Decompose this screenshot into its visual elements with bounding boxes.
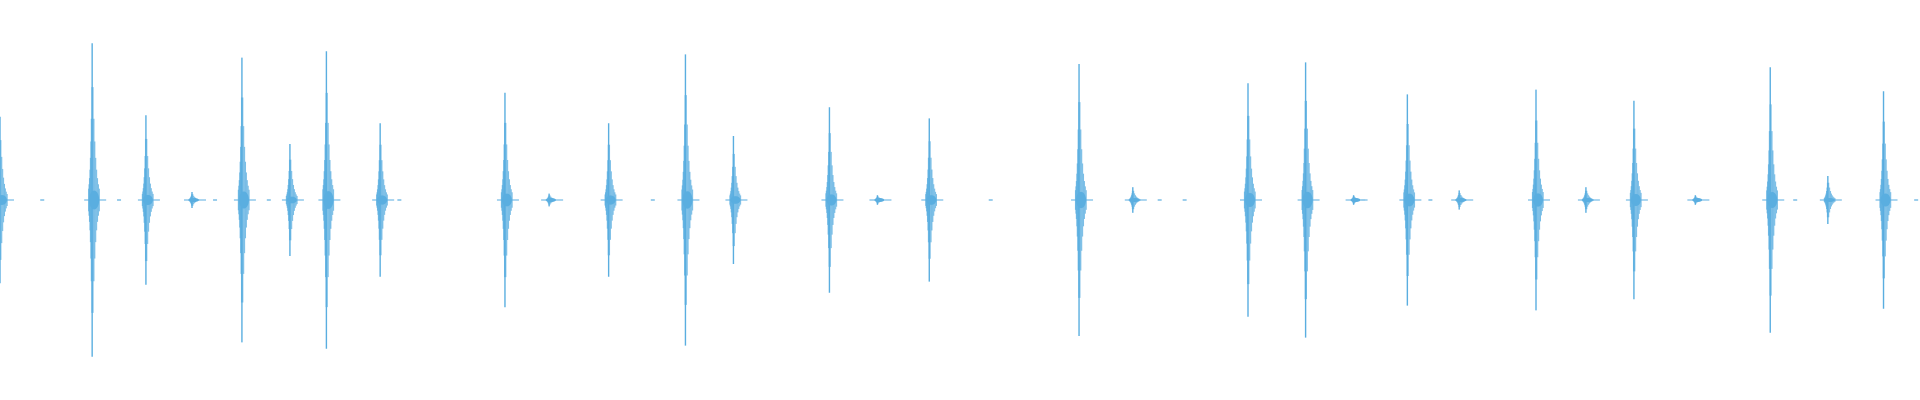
waveform-peak xyxy=(1625,100,1648,300)
waveform-peak xyxy=(1297,62,1320,338)
waveform-peak xyxy=(137,115,160,285)
waveform-peak xyxy=(1762,67,1785,333)
waveform-peak xyxy=(0,116,14,284)
waveform-peak xyxy=(1399,94,1422,306)
waveform-peak xyxy=(869,195,892,205)
waveform-peak xyxy=(1687,195,1710,205)
waveform-peak xyxy=(1124,187,1147,213)
waveform-peak xyxy=(821,107,844,293)
waveform-peak xyxy=(184,192,206,208)
waveform-peak xyxy=(1875,91,1898,309)
waveform-peak xyxy=(725,136,748,264)
waveform-peak xyxy=(1345,195,1368,205)
waveform-peak xyxy=(372,123,395,277)
waveform-peak xyxy=(600,123,623,277)
waveform-peak xyxy=(281,144,304,256)
waveform-peak xyxy=(1451,190,1474,210)
waveform-peak xyxy=(318,51,341,349)
waveform-peak xyxy=(541,193,564,207)
waveform-peak xyxy=(921,118,944,282)
waveform-peak xyxy=(496,92,519,308)
waveform-peak xyxy=(233,57,256,343)
waveform-peak xyxy=(1240,83,1262,317)
waveform-peak xyxy=(1071,64,1094,336)
waveform-peak xyxy=(1577,187,1600,213)
waveform-peak xyxy=(1819,176,1842,224)
waveform-peak xyxy=(1528,89,1550,311)
waveform-peak xyxy=(677,54,700,346)
waveform-peak xyxy=(84,43,107,357)
